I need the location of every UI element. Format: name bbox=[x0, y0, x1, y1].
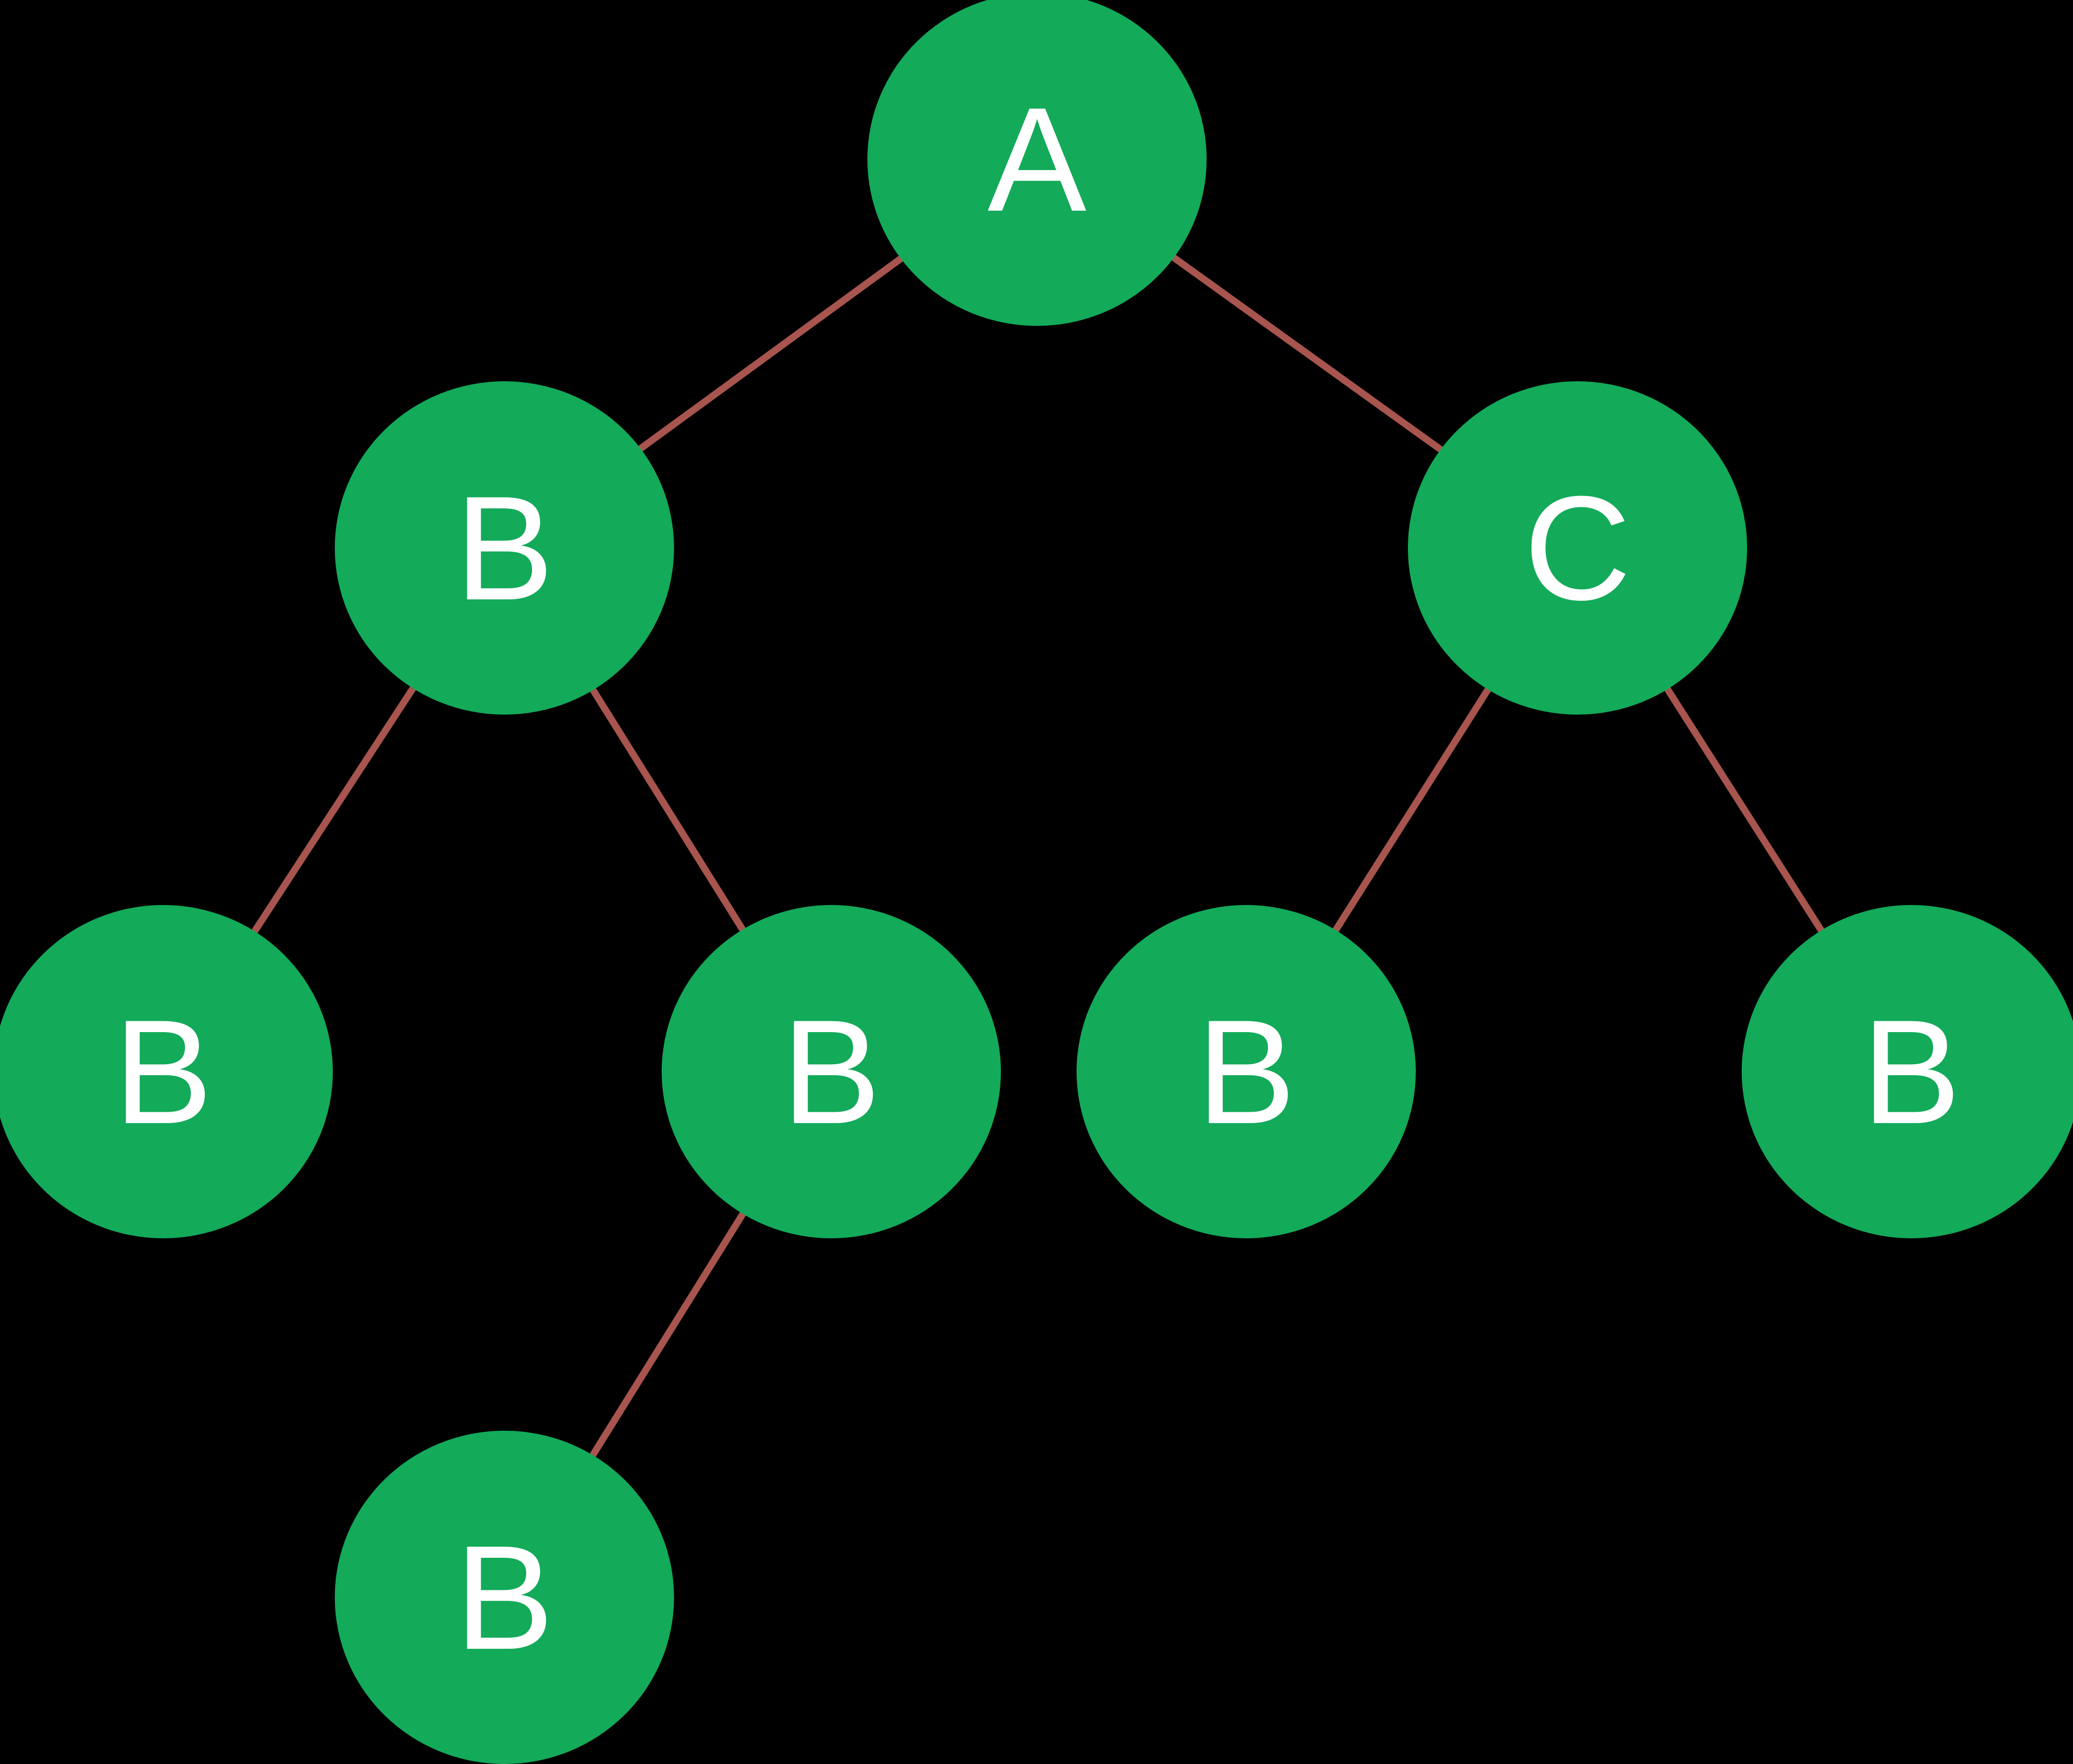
tree-node-label: B bbox=[1861, 989, 1961, 1155]
tree-node-b-1[interactable]: B bbox=[335, 381, 674, 715]
tree-node-b-5[interactable]: B bbox=[1077, 905, 1416, 1238]
tree-node-label: B bbox=[113, 989, 213, 1155]
tree-node-label: B bbox=[1196, 989, 1296, 1155]
tree-node-a-0[interactable]: A bbox=[867, 0, 1207, 326]
tree-node-b-4[interactable]: B bbox=[662, 905, 1001, 1238]
tree-node-c-2[interactable]: C bbox=[1408, 381, 1747, 715]
tree-node-b-3[interactable]: B bbox=[0, 905, 333, 1238]
tree-edge bbox=[1169, 253, 1445, 454]
tree-node-label: C bbox=[1524, 465, 1631, 631]
tree-node-label: B bbox=[454, 465, 554, 631]
tree-edge bbox=[1663, 684, 1826, 935]
tree-node-b-6[interactable]: B bbox=[1742, 905, 2073, 1238]
tree-node-label: B bbox=[454, 1514, 554, 1680]
tree-edge bbox=[588, 685, 747, 934]
tree-edge bbox=[250, 683, 418, 936]
tree-edge bbox=[636, 254, 905, 453]
tree-node-label: B bbox=[781, 989, 881, 1155]
tree-edge bbox=[1331, 685, 1493, 935]
tree-edge bbox=[588, 1209, 748, 1460]
tree-node-label: A bbox=[987, 76, 1087, 242]
tree-node-b-7[interactable]: B bbox=[335, 1431, 674, 1764]
